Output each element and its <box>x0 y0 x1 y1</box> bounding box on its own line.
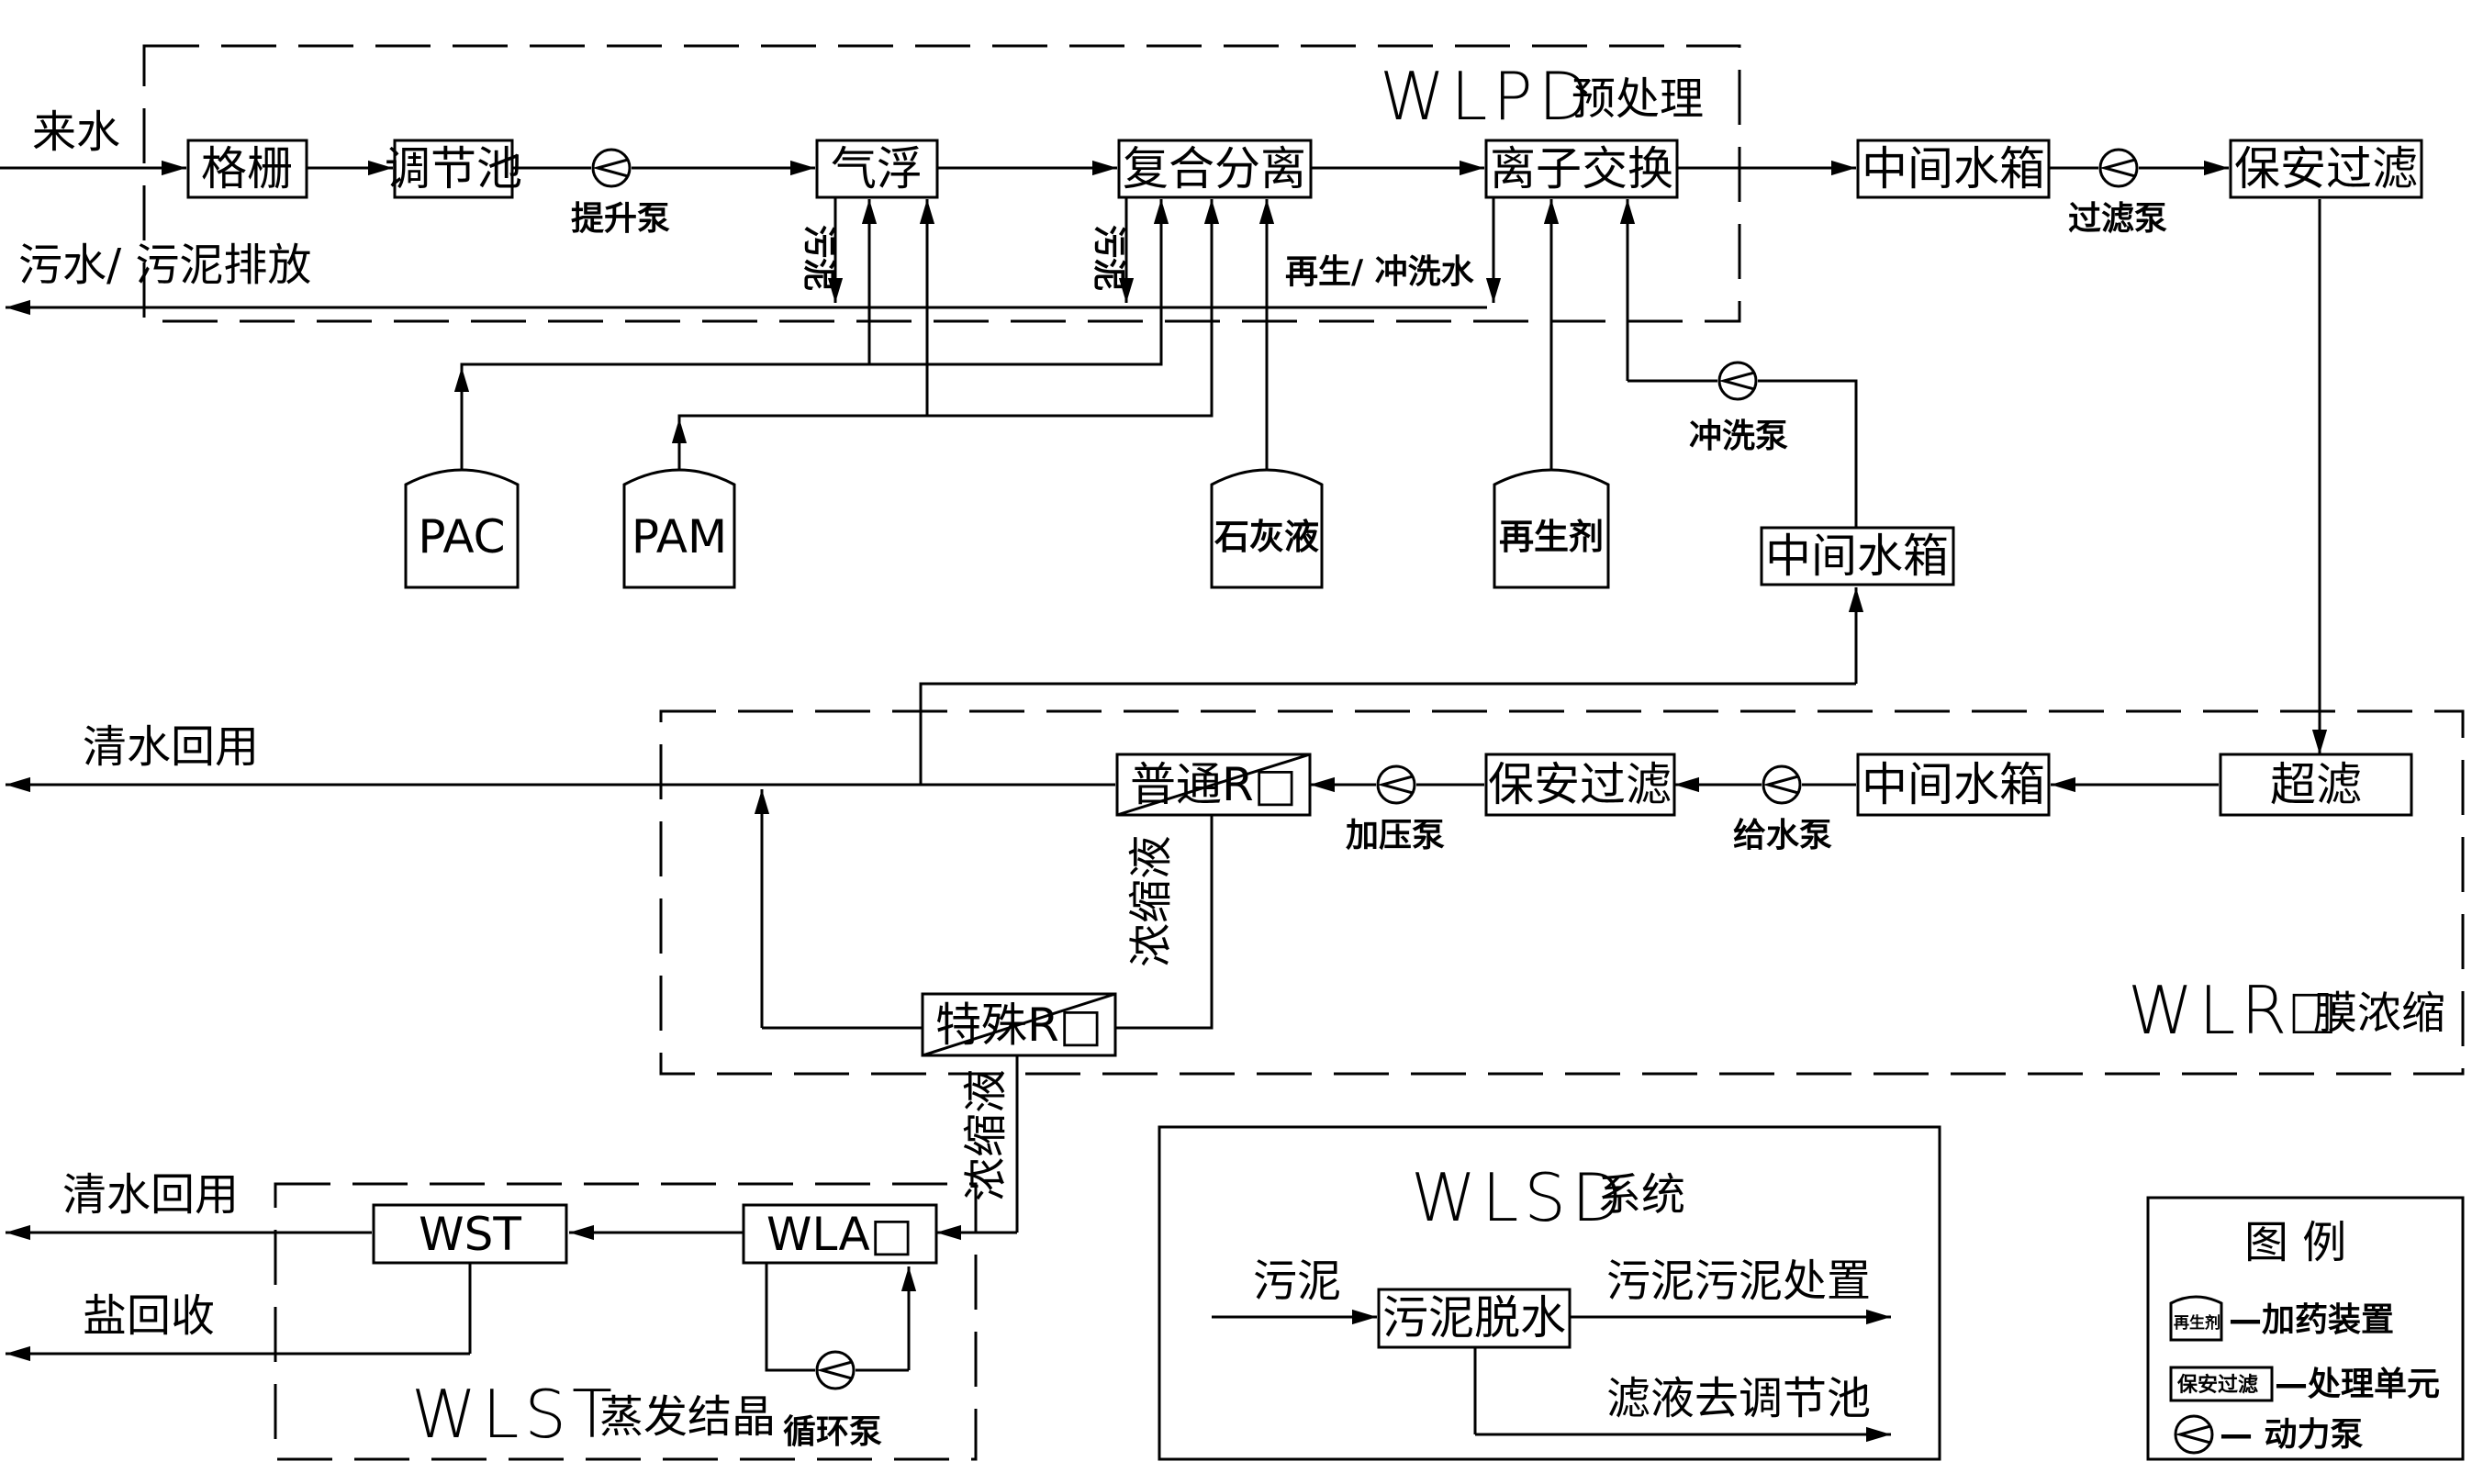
legend-pump-icon <box>2174 1414 2214 1455</box>
wlpd-code: WLPD <box>1380 58 1594 135</box>
lift-pump-label: 提升泵 <box>571 200 670 238</box>
legend-title: 图 例 <box>2244 1217 2346 1268</box>
pac-label: PAC <box>418 510 505 563</box>
lime-label: 石灰液 <box>1214 517 1319 557</box>
special-ro-slash <box>922 992 1116 1057</box>
security-filter-2-box[interactable] <box>1484 753 1676 817</box>
ion-exchange-label: 离子交换 <box>1490 142 1673 195</box>
filter-pump-icon[interactable] <box>2098 148 2139 188</box>
legend-dosing-sample-text: 再生剂 <box>2174 1313 2220 1333</box>
sludge-disposal-label: 污泥污泥处置 <box>1606 1255 1871 1307</box>
ultrafiltration-label: 超滤 <box>2270 758 2362 811</box>
pac-tank[interactable] <box>404 468 520 589</box>
circulation-loop-a <box>765 1263 815 1372</box>
circulation-pump-label: 循环泵 <box>783 1413 882 1451</box>
pac-feed-line <box>460 321 1163 470</box>
legend-panel <box>2146 1196 2465 1461</box>
sludge-2-label: 污泥 <box>1090 225 1127 291</box>
wst-label: WST <box>419 1208 521 1261</box>
wla-box[interactable] <box>742 1203 938 1265</box>
pam-tank[interactable] <box>622 468 736 589</box>
normal-ro-label: 普通R□ <box>1130 758 1297 811</box>
clear-reuse-2-label: 清水回用 <box>62 1169 239 1221</box>
mid-tank-3-box[interactable] <box>1856 753 2051 817</box>
concentrate-1-line <box>1115 812 1214 1030</box>
salt-recovery-label: 盐回收 <box>83 1290 215 1342</box>
legend-pump-label: — 动力泵 <box>2220 1416 2364 1454</box>
wlro-code: WLR□ <box>2128 972 2338 1049</box>
filtrate-return-label: 滤液去调节池 <box>1606 1373 1871 1424</box>
pam-label: PAM <box>632 510 727 563</box>
equalization-tank-label: 调节池 <box>385 142 522 195</box>
filter-pump-label: 过滤泵 <box>2068 200 2167 238</box>
ro-permeate-to-midtank2 <box>919 682 1856 785</box>
mid-tank-2-box[interactable] <box>1760 526 1955 586</box>
regen-flush-label: 再生/ 冲洗水 <box>1285 253 1475 291</box>
legend-unit-sample-text: 保安过滤 <box>2176 1373 2258 1397</box>
ion-exchange-box[interactable] <box>1484 139 1679 199</box>
legend-unit-sample <box>2169 1366 2274 1402</box>
wlpd-boundary <box>142 44 1741 323</box>
concentrate-2-label: 浓缩液 <box>960 1069 1012 1201</box>
sludge-1-label: 污泥 <box>800 225 837 291</box>
equalization-tank-box[interactable] <box>393 139 514 199</box>
wlst-name: 蒸发结晶 <box>599 1391 776 1443</box>
wlsd-code: WLSD <box>1411 1159 1627 1236</box>
legend-dosing-label: —加药装置 <box>2229 1301 2394 1339</box>
grille-box[interactable] <box>186 139 308 199</box>
normal-ro-slash <box>1116 753 1311 817</box>
wlpd-name: 预处理 <box>1572 73 1704 125</box>
wlsd-panel <box>1158 1125 1941 1461</box>
wla-label: WLA□ <box>766 1208 913 1261</box>
ultrafiltration-box[interactable] <box>2219 753 2413 817</box>
wlro-boundary <box>659 709 2465 1076</box>
wlst-boundary <box>274 1182 978 1461</box>
mid-tank-1-label: 中间水箱 <box>1862 142 2045 195</box>
air-flotation-box[interactable] <box>815 139 939 199</box>
composite-separation-label: 复合分离 <box>1123 142 1306 195</box>
grille-label: 格栅 <box>201 142 293 195</box>
mid-tank-3-label: 中间水箱 <box>1862 758 2045 811</box>
security-filter-1-label: 保安过滤 <box>2234 142 2418 195</box>
wst-box[interactable] <box>372 1203 568 1265</box>
feed-pump-label: 给水泵 <box>1733 817 1832 854</box>
lime-tank[interactable] <box>1210 468 1324 589</box>
lift-pump-icon[interactable] <box>591 148 632 188</box>
concentrate-1-label: 浓缩液 <box>1125 835 1177 967</box>
air-flotation-label: 气浮 <box>831 142 923 195</box>
discharge-label: 污水/ 污泥排放 <box>18 240 311 291</box>
sludge-dewatering-label: 污泥脱水 <box>1382 1291 1566 1345</box>
clear-reuse-1-label: 清水回用 <box>83 721 259 773</box>
flush-line <box>1758 379 1858 555</box>
composite-separation-box[interactable] <box>1117 139 1313 199</box>
wlsd-name: 系统 <box>1597 1169 1685 1221</box>
flush-pump-icon[interactable] <box>1717 361 1758 401</box>
sludge-dewatering-box[interactable] <box>1377 1288 1572 1349</box>
pressure-pump-label: 加压泵 <box>1346 817 1445 854</box>
pam-feed-line <box>677 321 1214 470</box>
legend-unit-label: —处理单元 <box>2275 1366 2440 1403</box>
pressure-pump-icon[interactable] <box>1376 764 1416 805</box>
special-ro-label: 特殊R□ <box>935 999 1102 1052</box>
wlro-name: 膜浓缩 <box>2313 987 2445 1039</box>
legend-dosing-sample <box>2169 1295 2223 1342</box>
circulation-pump-icon[interactable] <box>815 1350 856 1390</box>
sludge-in-label: 污泥 <box>1253 1255 1341 1307</box>
security-filter-1-box[interactable] <box>2229 139 2423 199</box>
regenerant-tank[interactable] <box>1493 468 1610 589</box>
mid-tank-1-box[interactable] <box>1856 139 2051 199</box>
feed-pump-icon[interactable] <box>1762 764 1802 805</box>
inflow-label: 来水 <box>32 106 120 158</box>
security-filter-2-label: 保安过滤 <box>1488 758 1672 811</box>
wlst-code: WLST <box>411 1376 618 1453</box>
flush-pump-label: 冲洗泵 <box>1689 418 1788 455</box>
mid-tank-2-label: 中间水箱 <box>1765 530 1949 583</box>
regenerant-label: 再生剂 <box>1499 517 1604 557</box>
